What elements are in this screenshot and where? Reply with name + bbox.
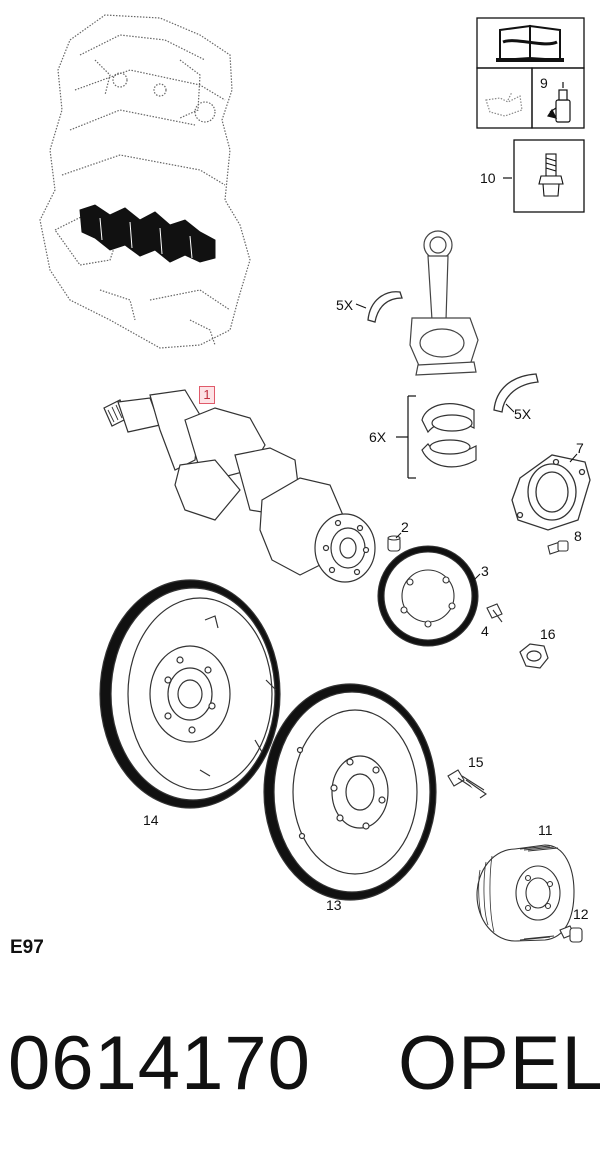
manual-icon xyxy=(496,24,564,62)
bolt-box xyxy=(513,139,585,213)
callout-15[interactable]: 15 xyxy=(468,754,484,770)
main-bearing-shells xyxy=(421,403,477,468)
engine-block-illustration xyxy=(39,14,251,349)
callout-16[interactable]: 16 xyxy=(540,626,556,642)
exploded-view-drawing xyxy=(39,14,591,943)
sensor-pin xyxy=(387,535,401,552)
rod-bearing-shell-lower xyxy=(493,373,539,413)
callout-5x-upper[interactable]: 5X xyxy=(336,297,354,313)
flange-bolt-icon xyxy=(538,153,564,197)
part-number: 0614170 xyxy=(8,1021,311,1106)
section-code: E97 xyxy=(10,937,44,958)
callout-13[interactable]: 13 xyxy=(326,897,342,913)
crankshaft-illustration xyxy=(103,389,376,583)
callout-14[interactable]: 14 xyxy=(143,812,159,828)
reference-box xyxy=(476,17,585,129)
callout-10[interactable]: 10 xyxy=(480,170,496,186)
flywheel-bolt xyxy=(447,769,487,799)
reluctor-ring xyxy=(377,545,479,647)
dual-mass-flywheel xyxy=(99,579,281,809)
callout-11[interactable]: 11 xyxy=(538,822,553,838)
callout-9[interactable]: 9 xyxy=(540,75,548,91)
callout-12[interactable]: 12 xyxy=(573,906,589,922)
callout-1-crankshaft[interactable]: 1 xyxy=(199,386,215,404)
callout-8[interactable]: 8 xyxy=(574,528,582,544)
rod-bearing-shell-upper xyxy=(367,291,403,323)
callout-3[interactable]: 3 xyxy=(481,563,489,579)
seal-bolt xyxy=(547,540,569,555)
pulley-bolt xyxy=(559,925,583,943)
connecting-rod-illustration xyxy=(409,230,479,376)
callout-5x-lower[interactable]: 5X xyxy=(514,406,532,422)
sealant-tube-icon xyxy=(547,82,571,123)
brand-name: OPEL xyxy=(398,1021,600,1106)
callout-2[interactable]: 2 xyxy=(401,519,409,535)
hex-nut xyxy=(519,643,549,669)
ring-bolt xyxy=(486,603,503,623)
callout-6x[interactable]: 6X xyxy=(369,429,387,445)
callout-4[interactable]: 4 xyxy=(481,623,489,639)
oil-can-icon xyxy=(485,91,523,117)
crankshaft-pulley xyxy=(476,844,575,942)
flywheel xyxy=(263,683,437,901)
callout-7[interactable]: 7 xyxy=(576,440,584,456)
crankshaft-highlight xyxy=(79,204,216,263)
rear-main-seal-carrier xyxy=(511,454,591,531)
